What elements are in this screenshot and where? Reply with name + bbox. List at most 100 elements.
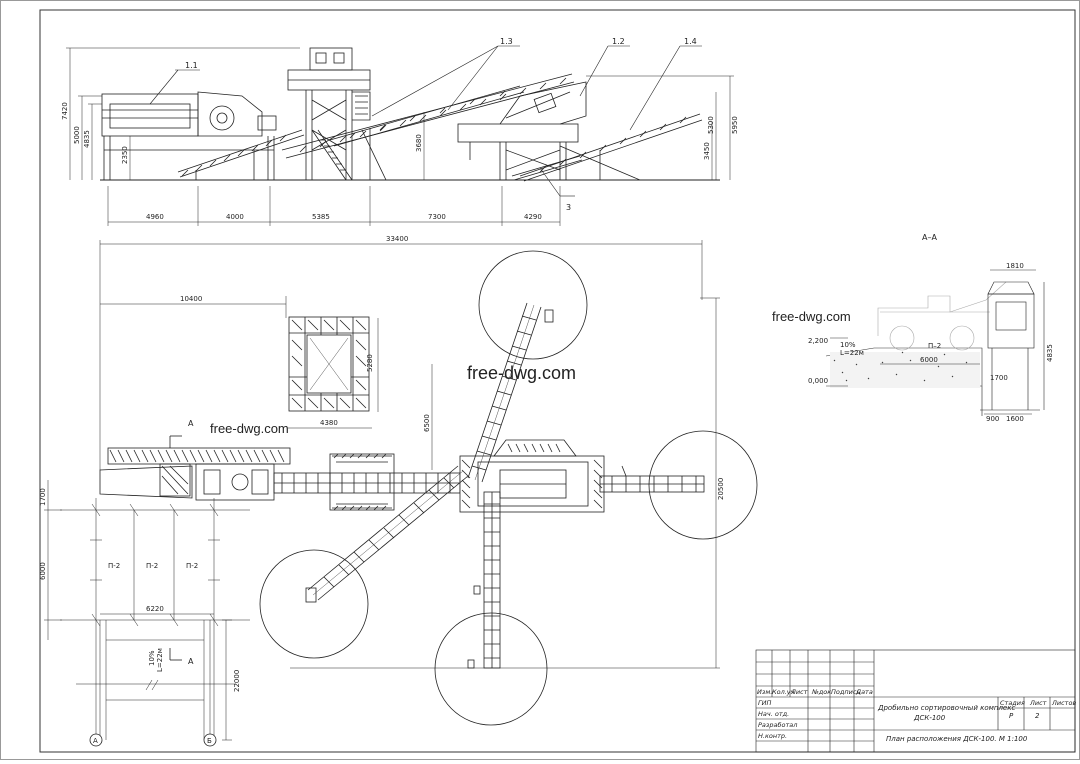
feeder-bay <box>99 447 291 501</box>
dim-1700: 1700 <box>39 488 47 506</box>
dim-6000: 6000 <box>39 562 47 580</box>
dim-5950: 5950 <box>731 116 739 134</box>
tb-role-gip: ГИП <box>758 699 771 707</box>
dim-2350: 2350 <box>121 146 129 164</box>
dim-6500: 6500 <box>423 414 431 432</box>
watermark-right: free-dwg.com <box>772 309 851 324</box>
callout-leaders <box>149 45 702 197</box>
title-block <box>755 649 1076 753</box>
axis-label-a: А <box>93 737 98 745</box>
dim-10400: 10400 <box>180 295 202 303</box>
dim-4000: 4000 <box>226 213 244 221</box>
tb-sheet-label: Лист <box>1029 699 1047 707</box>
drawing-frame <box>39 9 1076 753</box>
plan-conveyor-southwest <box>305 465 469 603</box>
callout-1-2: 1.2 <box>612 37 625 46</box>
elevation-view <box>66 45 734 300</box>
callout-1-3: 1.3 <box>500 37 513 46</box>
plan-conveyor-right <box>599 465 705 493</box>
tb-drawing-title: План расположения ДСК-100. М 1:100 <box>886 735 1028 743</box>
ramp-slope: 10% <box>148 650 156 666</box>
pad-label-2: П-2 <box>146 562 158 570</box>
tb-head-izm: Изм. <box>757 688 772 696</box>
dim-3680: 3680 <box>415 134 423 152</box>
section-mark-bottom: A <box>188 657 194 666</box>
conveyor-1-4 <box>519 113 703 182</box>
tb-role-razrab: Разработал <box>758 721 797 729</box>
foundation-grid <box>44 480 250 741</box>
dim-22000: 22000 <box>233 670 241 692</box>
tb-project-code: ДСК-100 <box>913 714 946 722</box>
level-2200: 2,200 <box>808 337 828 345</box>
tb-head-doc: №док <box>811 688 831 696</box>
elevation-labels: 1.1 1.3 1.2 1.4 3 4960 4000 5385 7300 42… <box>61 37 739 243</box>
tb-head-sign: Подпись <box>831 688 860 696</box>
dim-5300: 5300 <box>707 116 715 134</box>
elevation-dim-chain <box>99 186 703 300</box>
section-dim-1810: 1810 <box>1006 262 1024 270</box>
elevation-left-dims <box>66 47 300 180</box>
section-mark-top: A <box>188 419 194 428</box>
axis-marker-b <box>203 733 217 747</box>
screen-unit-1-2 <box>457 81 587 180</box>
tb-role-nkontr: Н.контр. <box>758 732 787 740</box>
dim-4835: 4835 <box>83 130 91 148</box>
dim-5280: 5280 <box>366 354 374 372</box>
section-cut-a <box>169 435 182 661</box>
section-pad: П–2 <box>928 342 941 350</box>
control-building <box>288 316 370 412</box>
dim-6220: 6220 <box>146 605 164 613</box>
section-dim-4835: 4835 <box>1046 344 1054 362</box>
tb-role-nach: Нач. отд. <box>758 710 789 718</box>
dim-5000: 5000 <box>73 126 81 144</box>
conveyor-transfer <box>329 85 525 147</box>
elevation-right-dims <box>423 75 734 180</box>
tb-sheets-label: Листов <box>1051 699 1076 707</box>
crusher-unit-1-1 <box>101 91 277 180</box>
section-length: L=22м <box>840 349 864 357</box>
plan-labels: 10400 4380 5280 6500 20500 1700 6000 622… <box>39 295 725 745</box>
dim-5385: 5385 <box>312 213 330 221</box>
axis-marker-a <box>89 733 103 747</box>
tb-stage-label: Стадия <box>1000 699 1025 707</box>
dim-4290: 4290 <box>524 213 542 221</box>
loader-outline <box>877 281 1007 351</box>
section-dim-1600: 1600 <box>1006 415 1024 423</box>
tb-sheet: 2 <box>1035 712 1040 720</box>
axis-label-b: Б <box>207 737 212 745</box>
plan-conveyor-north <box>467 302 554 483</box>
operator-tower <box>287 47 371 181</box>
pad-label-3: П-2 <box>186 562 198 570</box>
plan-dim-lines <box>99 270 720 669</box>
dim-20500: 20500 <box>717 478 725 500</box>
dim-4960: 4960 <box>146 213 164 221</box>
section-a-a <box>825 269 1045 416</box>
section-dim-6000: 6000 <box>920 356 938 364</box>
dim-3450: 3450 <box>703 142 711 160</box>
section-title: А–А <box>922 233 937 242</box>
watermark-left: free-dwg.com <box>210 421 289 436</box>
dim-4380: 4380 <box>320 419 338 427</box>
section-dim-900: 900 <box>986 415 999 423</box>
pad-label-1: П-2 <box>108 562 120 570</box>
plan-view <box>44 250 758 747</box>
tb-stage: Р <box>1009 712 1014 720</box>
section-labels: А–А 1810 4835 6000 1700 900 1600 2,200 0… <box>808 233 1054 423</box>
conveyor-under-crusher <box>177 129 305 180</box>
dim-7420: 7420 <box>61 102 69 120</box>
tb-head-list: Лист <box>790 688 808 696</box>
plan-conveyor-south <box>467 491 501 669</box>
plan-conveyor-main <box>273 453 461 511</box>
tb-head-date: Дата <box>855 688 873 696</box>
dim-7300: 7300 <box>428 213 446 221</box>
tb-project: Дробильно сортировочный комплекс <box>877 704 1015 712</box>
level-0000: 0,000 <box>808 377 828 385</box>
conveyor-3 <box>511 155 583 181</box>
tb-head-kol: Кол.уч <box>772 688 795 696</box>
watermark-center: free-dwg.com <box>467 363 576 383</box>
section-dim-1700: 1700 <box>990 374 1008 382</box>
callout-1-4: 1.4 <box>684 37 697 46</box>
title-block-text: Изм. Кол.уч Лист №док Подпись Дата ГИП Н… <box>757 688 1076 743</box>
